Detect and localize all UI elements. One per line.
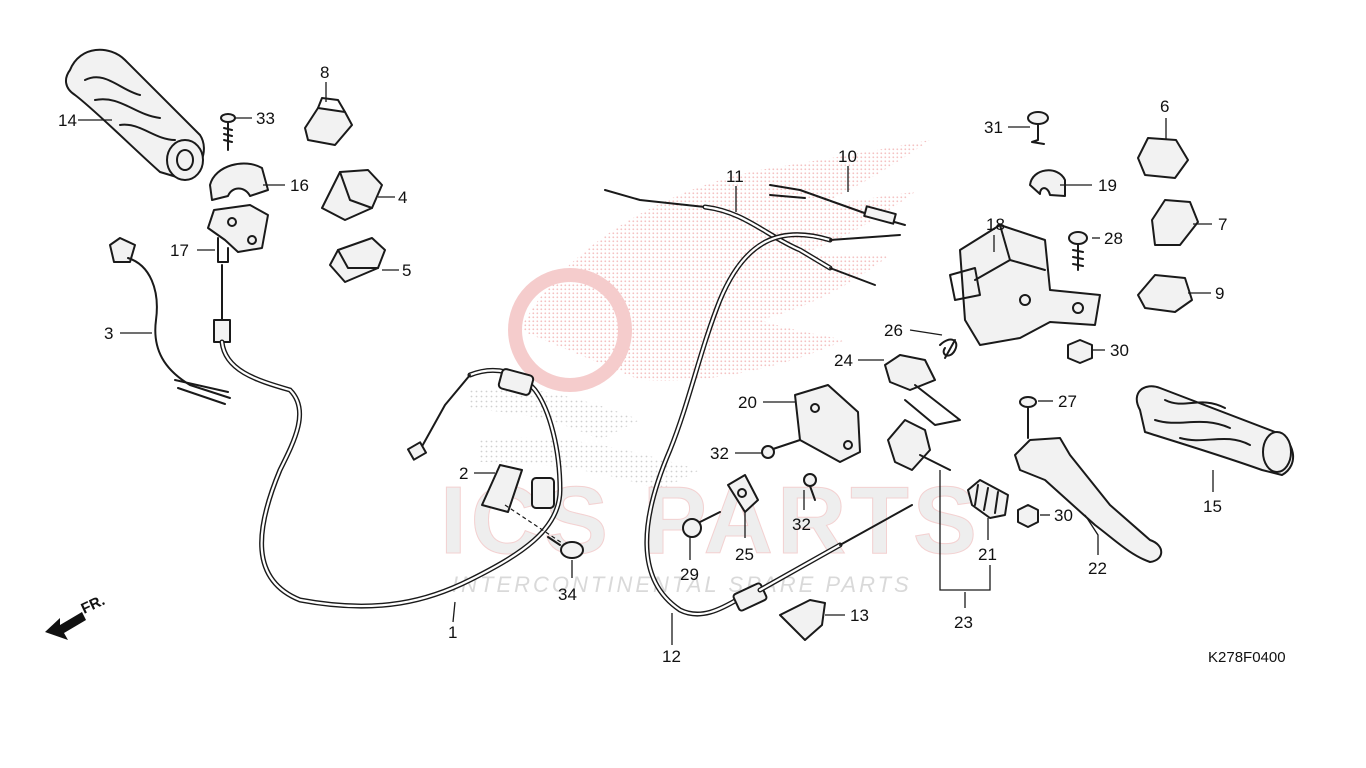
part-switch-assy-23 [887, 419, 951, 471]
part-switch-9 [1137, 274, 1193, 313]
part-switch-housing-lower [207, 204, 269, 263]
callout-2: 2 [459, 464, 468, 483]
part-brake-cable-11-12 [604, 189, 913, 617]
part-screw-33 [220, 113, 236, 151]
callout-13: 13 [850, 606, 869, 625]
diagram-code: K278F0400 [1208, 649, 1286, 666]
part-nut-30a [1067, 339, 1093, 364]
part-switch-5 [329, 237, 386, 283]
callout-10: 10 [838, 147, 857, 166]
part-housing-18 [949, 224, 1101, 346]
callout-23: 23 [954, 613, 973, 632]
callout-17: 17 [170, 241, 189, 260]
callout-4: 4 [398, 188, 407, 207]
part-throttle-cable-1 [213, 264, 563, 609]
part-nut-30b [1017, 504, 1039, 528]
part-wire-harness-3 [109, 237, 231, 405]
callout-32b: 32 [792, 515, 811, 534]
part-bolt-31 [1027, 111, 1049, 145]
callout-5: 5 [402, 261, 411, 280]
callout-3: 3 [104, 324, 113, 343]
callout-26: 26 [884, 321, 903, 340]
part-spring-26 [939, 338, 958, 359]
part-screw-32b [803, 473, 817, 501]
part-switch-8 [304, 97, 353, 146]
direction-arrow: FR. [45, 592, 108, 640]
direction-label: FR. [79, 592, 108, 618]
callout-30b: 30 [1054, 506, 1073, 525]
part-plate-25 [727, 474, 759, 513]
part-switch-housing-upper [209, 162, 269, 201]
part-stop-switch-24 [884, 354, 961, 426]
part-screw-32a [761, 439, 801, 459]
watermark-tagline: INTERCONTINENTAL SPARE PARTS [452, 572, 912, 597]
part-bolt-27 [1019, 396, 1037, 439]
callout-11: 11 [726, 167, 744, 186]
part-lever-22 [1014, 437, 1163, 563]
part-switch-6 [1137, 137, 1189, 179]
callout-33: 33 [256, 109, 275, 128]
callout-8: 8 [320, 63, 329, 82]
callout-18: 18 [986, 215, 1005, 234]
watermark-brand: ICS PARTS [440, 467, 981, 574]
leader-lines [78, 82, 1214, 645]
callout-32a: 32 [710, 444, 729, 463]
part-pivot-29 [682, 511, 721, 538]
callout-34: 34 [558, 585, 577, 604]
callout-29: 29 [680, 565, 699, 584]
callout-19: 19 [1098, 176, 1117, 195]
part-right-grip [1135, 385, 1295, 476]
callout-9: 9 [1215, 284, 1224, 303]
part-bracket-2 [481, 464, 566, 546]
callout-15: 15 [1203, 497, 1222, 516]
callout-22: 22 [1088, 559, 1107, 578]
part-switch-wire-10 [769, 184, 906, 226]
callout-labels: 14 33 16 17 8 4 5 3 2 34 1 11 10 12 13 1… [58, 63, 1227, 666]
watermark-wing-logo [470, 140, 930, 490]
callout-30a: 30 [1110, 341, 1129, 360]
part-plate-20 [794, 384, 861, 463]
part-clamp-19 [1029, 169, 1066, 197]
part-left-grip [65, 48, 205, 181]
callout-16: 16 [290, 176, 309, 195]
callout-12: 12 [662, 647, 681, 666]
callout-25: 25 [735, 545, 754, 564]
part-switch-4 [321, 169, 383, 221]
callout-7: 7 [1218, 215, 1227, 234]
callout-6: 6 [1160, 97, 1169, 116]
callout-1: 1 [448, 623, 457, 642]
part-bolt-34 [547, 536, 584, 559]
part-switch-7 [1151, 199, 1199, 246]
part-stay-13 [779, 599, 826, 641]
callout-27: 27 [1058, 392, 1077, 411]
callout-20: 20 [738, 393, 757, 412]
callout-21: 21 [978, 545, 997, 564]
callout-24: 24 [834, 351, 853, 370]
part-screw-28 [1068, 231, 1088, 271]
callout-28: 28 [1104, 229, 1123, 248]
part-boot-21 [967, 479, 1009, 519]
callout-31: 31 [984, 118, 1003, 137]
callout-14: 14 [58, 111, 77, 130]
